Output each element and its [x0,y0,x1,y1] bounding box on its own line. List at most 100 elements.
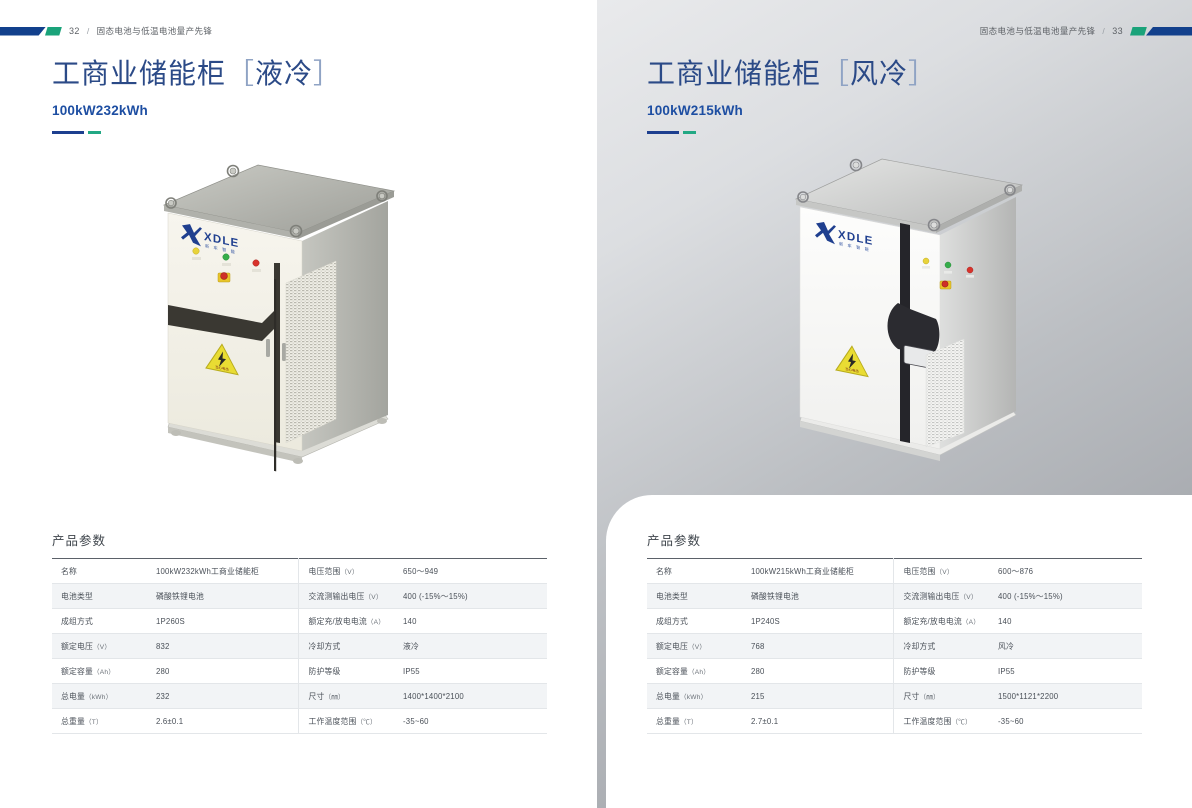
bracket-open: ［ [226,59,256,90]
param-key: 额定容量（Ah） [52,658,147,684]
param-value: -35~60 [394,708,547,734]
title-accent-rule [647,131,937,134]
running-head-text: 固态电池与低温电池量产先锋 [96,26,213,36]
param-key: 总电量（kWh） [52,683,147,709]
page-right: 固态电池与低温电池量产先锋 / 33 工商业储能柜［风冷］ 100kW215kW… [597,0,1192,808]
param-unit: （V） [93,643,112,651]
product-title-main: 工商业储能柜 [52,59,227,90]
param-key: 电池类型 [647,583,742,609]
running-head-left: 32 / 固态电池与低温电池量产先锋 [0,23,212,39]
param-key: 额定充/放电电流（A） [893,608,989,634]
param-value: IP55 [989,658,1142,684]
param-value: 液冷 [394,633,547,659]
param-key: 总电量（kWh） [647,683,742,709]
param-unit: （V） [688,643,707,651]
param-value: 1P240S [741,608,895,634]
svg-text:当心电击: 当心电击 [845,366,859,374]
table-row: 电池类型磷酸铁锂电池交流测输出电压（V）400 (-15%～15%) [647,583,1142,609]
param-key: 工作温度范围（℃） [893,708,989,734]
param-value: 磷酸铁锂电池 [741,583,895,609]
param-value: 215 [741,683,895,709]
param-key: 工作温度范围（℃） [298,708,394,734]
param-unit: （Ah） [688,668,711,676]
bracket-close: ］ [313,59,343,90]
param-key: 交流测输出电压（V） [298,583,394,609]
param-value: 280 [146,658,300,684]
param-value: 140 [989,608,1142,634]
param-key: 尺寸（㎜） [298,683,394,709]
product-title-variant: 风冷 [850,59,909,90]
param-unit: （V） [340,568,359,576]
param-unit: （V） [364,593,383,601]
param-value: 1P260S [146,608,300,634]
param-value: 600～876 [989,558,1142,584]
param-key: 冷却方式 [893,633,989,659]
parameters-title: 产品参数 [52,534,107,548]
table-row: 电池类型磷酸铁锂电池交流测输出电压（V）400 (-15%～15%) [52,583,547,609]
svg-text:当心电击: 当心电击 [215,364,229,372]
title-block-left: 工商业储能柜［液冷］ 100kW232kWh [52,57,342,134]
page-title: 工商业储能柜［风冷］ [647,57,937,92]
param-unit: （V） [935,568,954,576]
corner-mark-icon [1130,26,1192,36]
param-value: 400 (-15%～15%) [394,583,547,609]
running-head-right: 固态电池与低温电池量产先锋 / 33 [980,23,1192,39]
param-value: 风冷 [989,633,1142,659]
param-unit: （A） [961,618,980,626]
param-unit: （℃） [951,718,972,726]
param-unit: （kWh） [680,693,708,701]
param-key: 尺寸（㎜） [893,683,989,709]
param-unit: （T） [85,718,103,726]
param-unit: （㎜） [919,693,940,701]
param-value: 650～949 [394,558,547,584]
param-key: 电池类型 [52,583,147,609]
product-image-air-cooled: XDLE 新 车 智 能 当心电击 [780,143,1030,478]
param-value: 1500*1121*2200 [989,683,1142,709]
param-value: 1400*1400*2100 [394,683,547,709]
param-key: 额定电压（V） [52,633,147,659]
param-value: 768 [741,633,895,659]
param-value: 232 [146,683,300,709]
param-value: 140 [394,608,547,634]
param-key: 交流测输出电压（V） [893,583,989,609]
running-head-text: 固态电池与低温电池量产先锋 [979,26,1096,36]
param-key: 额定电压（V） [647,633,742,659]
product-image-liquid-cooled: XDLE 新 车 智 能 [150,143,400,478]
param-value: 832 [146,633,300,659]
param-value: 280 [741,658,895,684]
param-value: 400 (-15%～15%) [989,583,1142,609]
param-key: 电压范围（V） [893,558,989,584]
param-key: 总重量（T） [647,708,742,734]
product-title-variant: 液冷 [255,59,314,90]
param-value: 磷酸铁锂电池 [146,583,300,609]
bracket-close: ］ [908,59,938,90]
title-block-right: 工商业储能柜［风冷］ 100kW215kWh [647,57,937,134]
param-key: 成组方式 [52,608,147,634]
param-key: 冷却方式 [298,633,394,659]
param-value: 100kW232kWh工商业储能柜 [146,558,300,584]
param-key: 防护等级 [893,658,989,684]
param-unit: （kWh） [85,693,113,701]
page-number: 32 [69,26,80,36]
param-key: 名称 [647,558,742,584]
param-key: 额定充/放电电流（A） [298,608,394,634]
product-subtitle: 100kW215kWh [647,103,743,118]
param-key: 额定容量（Ah） [647,658,742,684]
param-value: 2.7±0.1 [741,708,895,734]
parameters-title: 产品参数 [647,534,702,548]
param-key: 总重量（T） [52,708,147,734]
page-number: 33 [1112,26,1123,36]
